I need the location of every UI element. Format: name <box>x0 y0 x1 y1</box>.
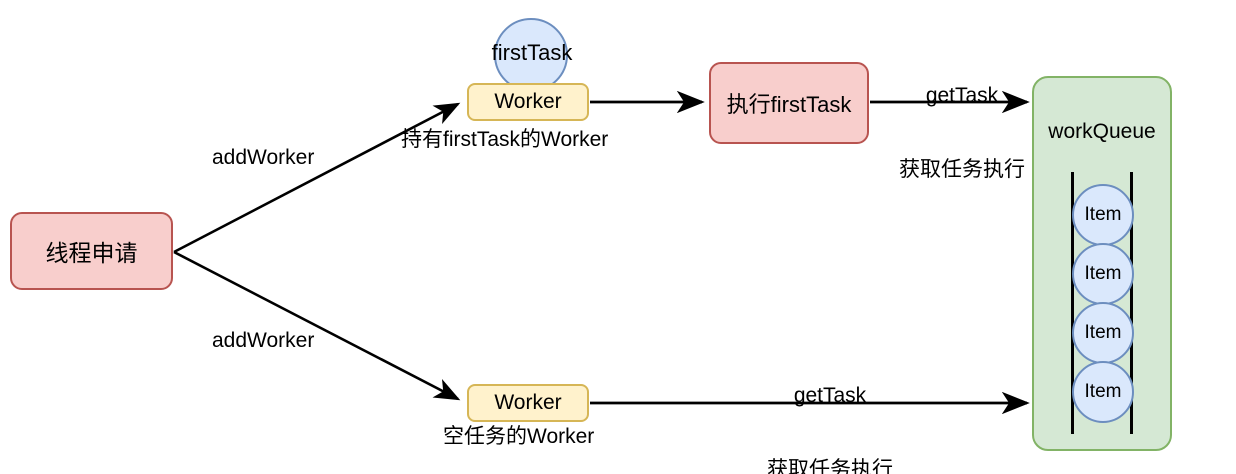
queue-item[interactable]: Item <box>1072 361 1134 423</box>
queue-item[interactable]: Item <box>1072 184 1134 246</box>
edge-label-get-task-top-line1: getTask <box>925 83 999 107</box>
edge-thread-request-to-worker-bottom <box>173 250 461 401</box>
first-task-bubble-label: firstTask <box>491 40 573 65</box>
edge-label-add-worker-top: addWorker <box>212 146 315 169</box>
edge-label-get-task-top: getTask 获取任务执行 <box>862 34 1062 232</box>
queue-rail-right <box>1130 172 1133 434</box>
node-worker-top[interactable]: Worker <box>467 83 589 121</box>
queue-item[interactable]: Item <box>1072 302 1134 364</box>
node-thread-request[interactable]: 线程申请 <box>10 212 173 290</box>
work-queue-title: workQueue <box>1048 120 1156 143</box>
edge-label-add-worker-bottom: addWorker <box>212 329 315 352</box>
queue-rail-left <box>1071 172 1074 434</box>
edge-label-hold-first-task-worker: 持有firstTask的Worker <box>401 128 609 151</box>
edge-label-get-task-bottom-line1: getTask <box>793 383 867 407</box>
node-worker-bottom[interactable]: Worker <box>467 384 589 422</box>
edge-label-get-task-bottom-line2: 获取任务执行 <box>767 457 893 474</box>
edge-label-get-task-top-line2: 获取任务执行 <box>899 157 1025 181</box>
edge-label-empty-task-worker: 空任务的Worker <box>443 425 595 448</box>
edge-label-get-task-bottom: getTask 获取任务执行 <box>660 334 1000 474</box>
queue-item[interactable]: Item <box>1072 243 1134 305</box>
node-exec-first-task[interactable]: 执行firstTask <box>709 62 869 144</box>
edge-thread-request-to-worker-top <box>173 102 461 254</box>
